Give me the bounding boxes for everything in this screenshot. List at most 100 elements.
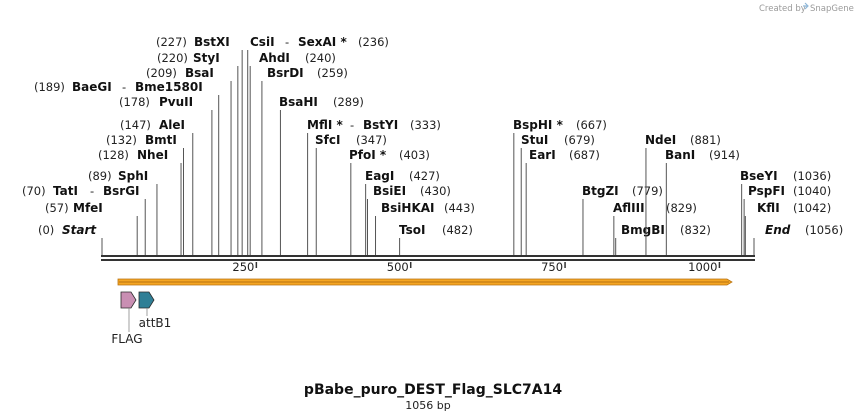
enzyme-site-bsahi[interactable]: BsaHI(289) bbox=[279, 95, 364, 255]
enzyme-position-label: (220) bbox=[157, 51, 188, 65]
enzyme-site-kfli[interactable]: KflI(1042) bbox=[744, 201, 831, 255]
enzyme-name-label[interactable]: BaeGI bbox=[72, 80, 112, 94]
enzyme-name-label[interactable]: BsaHI bbox=[279, 95, 318, 109]
enzyme-site-pfoi[interactable]: PfoI *(403) bbox=[349, 148, 430, 255]
enzyme-site-sfci[interactable]: SfcI (347) bbox=[315, 133, 387, 255]
enzyme-name-label[interactable]: Start bbox=[62, 223, 97, 237]
enzyme-name-label[interactable]: StyI bbox=[193, 51, 220, 65]
sequence-backbone bbox=[101, 255, 755, 261]
enzyme-site-bmti[interactable]: (132) BmtI bbox=[106, 133, 184, 255]
enzyme-name-label[interactable]: TsoI bbox=[399, 223, 425, 237]
enzyme-name-label[interactable]: BmtI bbox=[145, 133, 177, 147]
enzyme-name-label[interactable]: BstYI bbox=[363, 118, 398, 132]
enzyme-name-label[interactable]: SfcI bbox=[315, 133, 340, 147]
enzyme-name-label[interactable]: SphI bbox=[118, 169, 148, 183]
enzyme-site-start[interactable]: (0)Start bbox=[38, 223, 103, 255]
enzyme-site-pvuii[interactable]: (178)PvuII bbox=[119, 95, 213, 255]
enzyme-site-bani[interactable]: BanI(914) bbox=[665, 148, 740, 255]
enzyme-site-baegi[interactable]: (189)BaeGI bbox=[34, 80, 220, 255]
enzyme-position-label: (70) bbox=[22, 184, 46, 198]
enzyme-site-afliii[interactable]: AflIII(829) bbox=[613, 201, 697, 255]
enzyme-site-bsiei[interactable]: BsiEI (430) bbox=[366, 184, 451, 255]
enzyme-name-label[interactable]: CsiI bbox=[250, 35, 275, 49]
enzyme-name-label[interactable]: BanI bbox=[665, 148, 695, 162]
enzyme-position-label: (430) bbox=[420, 184, 451, 198]
enzyme-site-styi[interactable]: (220) StyI bbox=[157, 51, 239, 255]
feature-arrow-shape[interactable] bbox=[120, 291, 137, 309]
enzyme-name-label[interactable]: BsaI bbox=[185, 66, 214, 80]
enzyme-site-sexai[interactable]: - SexAI *(236) bbox=[285, 35, 389, 49]
enzyme-name-label[interactable]: NdeI bbox=[645, 133, 676, 147]
enzyme-site-sphi[interactable]: (89)SphI bbox=[88, 169, 158, 255]
enzyme-site-pspfi[interactable]: PspFI(1040) bbox=[743, 184, 831, 255]
enzyme-name-label[interactable]: PfoI * bbox=[349, 148, 387, 162]
enzyme-name-label[interactable]: PspFI bbox=[748, 184, 785, 198]
enzyme-name-label[interactable]: BsrGI bbox=[103, 184, 140, 198]
enzyme-position-label: (347) bbox=[356, 133, 387, 147]
orf-arrow[interactable] bbox=[117, 278, 733, 286]
ruler-tick-750: 750 bbox=[541, 260, 566, 274]
enzyme-name-label[interactable]: NheI bbox=[137, 148, 168, 162]
enzyme-site-bsrgi[interactable]: - BsrGI bbox=[90, 184, 140, 198]
enzyme-name-label[interactable]: SexAI * bbox=[298, 35, 347, 49]
enzyme-site-eari[interactable]: EarI(687) bbox=[525, 148, 600, 255]
enzyme-site-bsphi[interactable]: BspHI *(667) bbox=[513, 118, 607, 255]
enzyme-name-label[interactable]: MflI * bbox=[307, 118, 343, 132]
enzyme-name-label[interactable]: PvuII bbox=[159, 95, 193, 109]
feature-arrow-shape[interactable] bbox=[138, 291, 155, 309]
enzyme-site-mfei[interactable]: (57)MfeI bbox=[45, 201, 138, 255]
enzyme-pair-separator: - bbox=[122, 80, 126, 94]
enzyme-name-label[interactable]: StuI bbox=[521, 133, 548, 147]
enzyme-position-label: (333) bbox=[410, 118, 441, 132]
enzyme-position-label: (679) bbox=[564, 133, 595, 147]
enzyme-name-label[interactable]: BspHI * bbox=[513, 118, 564, 132]
enzyme-site-csii[interactable]: CsiI bbox=[247, 35, 275, 255]
enzyme-name-label[interactable]: MfeI bbox=[73, 201, 103, 215]
enzyme-site-ndei[interactable]: NdeI (881) bbox=[645, 133, 721, 255]
enzyme-name-label[interactable]: BtgZI bbox=[582, 184, 619, 198]
enzyme-name-label[interactable]: BsiEI bbox=[373, 184, 406, 198]
ruler-tick-label: 1000 bbox=[688, 260, 717, 274]
enzyme-name-label[interactable]: End bbox=[765, 223, 791, 237]
enzyme-site-end[interactable]: End (1056) bbox=[753, 223, 843, 255]
enzyme-name-label[interactable]: AflIII bbox=[613, 201, 645, 215]
enzyme-site-tati[interactable]: (70) TatI bbox=[22, 184, 146, 255]
enzyme-site-stui[interactable]: StuI (679) bbox=[520, 133, 595, 255]
enzyme-name-label[interactable]: Bme1580I bbox=[135, 80, 203, 94]
enzyme-site-bstxi[interactable]: (227)BstXI bbox=[156, 35, 243, 255]
feature-attb1[interactable]: attB1 bbox=[138, 291, 172, 330]
enzyme-position-label: (147) bbox=[120, 118, 151, 132]
enzyme-site-nhei[interactable]: (128)NheI bbox=[98, 148, 182, 255]
enzyme-site-bstyi[interactable]: - BstYI(333) bbox=[350, 118, 441, 132]
enzyme-position-label: (881) bbox=[690, 133, 721, 147]
enzyme-site-bme1580i[interactable]: - Bme1580I bbox=[122, 80, 203, 94]
enzyme-position-label: (427) bbox=[409, 169, 440, 183]
enzyme-site-eagi[interactable]: EagI (427) bbox=[365, 169, 440, 255]
enzyme-name-label[interactable]: EarI bbox=[529, 148, 556, 162]
enzyme-site-alei[interactable]: (147) AleI bbox=[120, 118, 194, 255]
enzyme-name-label[interactable]: BsiHKAI bbox=[381, 201, 435, 215]
enzyme-site-bsai[interactable]: (209)BsaI bbox=[146, 66, 232, 255]
enzyme-sites: (0)Start(57)MfeI(70)TatI- BsrGI(89)SphI(… bbox=[22, 35, 843, 255]
enzyme-name-label[interactable]: AhdI bbox=[259, 51, 290, 65]
enzyme-name-label[interactable]: BseYI bbox=[740, 169, 778, 183]
enzyme-name-label[interactable]: KflI bbox=[757, 201, 780, 215]
enzyme-site-bmgbi[interactable]: BmgBI(832) bbox=[615, 223, 711, 255]
enzyme-site-bsihkai[interactable]: BsiHKAI(443) bbox=[375, 201, 475, 255]
enzyme-name-label[interactable]: BstXI bbox=[194, 35, 230, 49]
enzyme-site-bseyi[interactable]: BseYI(1036) bbox=[740, 169, 831, 255]
enzyme-site-mfli[interactable]: MflI * bbox=[307, 118, 343, 255]
enzyme-name-label[interactable]: EagI bbox=[365, 169, 394, 183]
enzyme-name-label[interactable]: AleI bbox=[159, 118, 185, 132]
enzyme-site-bsrdi[interactable]: BsrDI(259) bbox=[261, 66, 348, 255]
enzyme-site-btgzi[interactable]: BtgZI(779) bbox=[582, 184, 663, 255]
enzyme-position-label: (132) bbox=[106, 133, 137, 147]
enzyme-site-tsoi[interactable]: TsoI(482) bbox=[399, 223, 473, 255]
feature-flag[interactable]: FLAG bbox=[111, 291, 143, 346]
enzyme-name-label[interactable]: BsrDI bbox=[267, 66, 304, 80]
enzyme-name-label[interactable]: TatI bbox=[53, 184, 78, 198]
enzyme-name-label[interactable]: BmgBI bbox=[621, 223, 665, 237]
enzyme-position-label: (1056) bbox=[805, 223, 843, 237]
enzyme-site-ahdi[interactable]: AhdI(240) bbox=[249, 51, 336, 255]
